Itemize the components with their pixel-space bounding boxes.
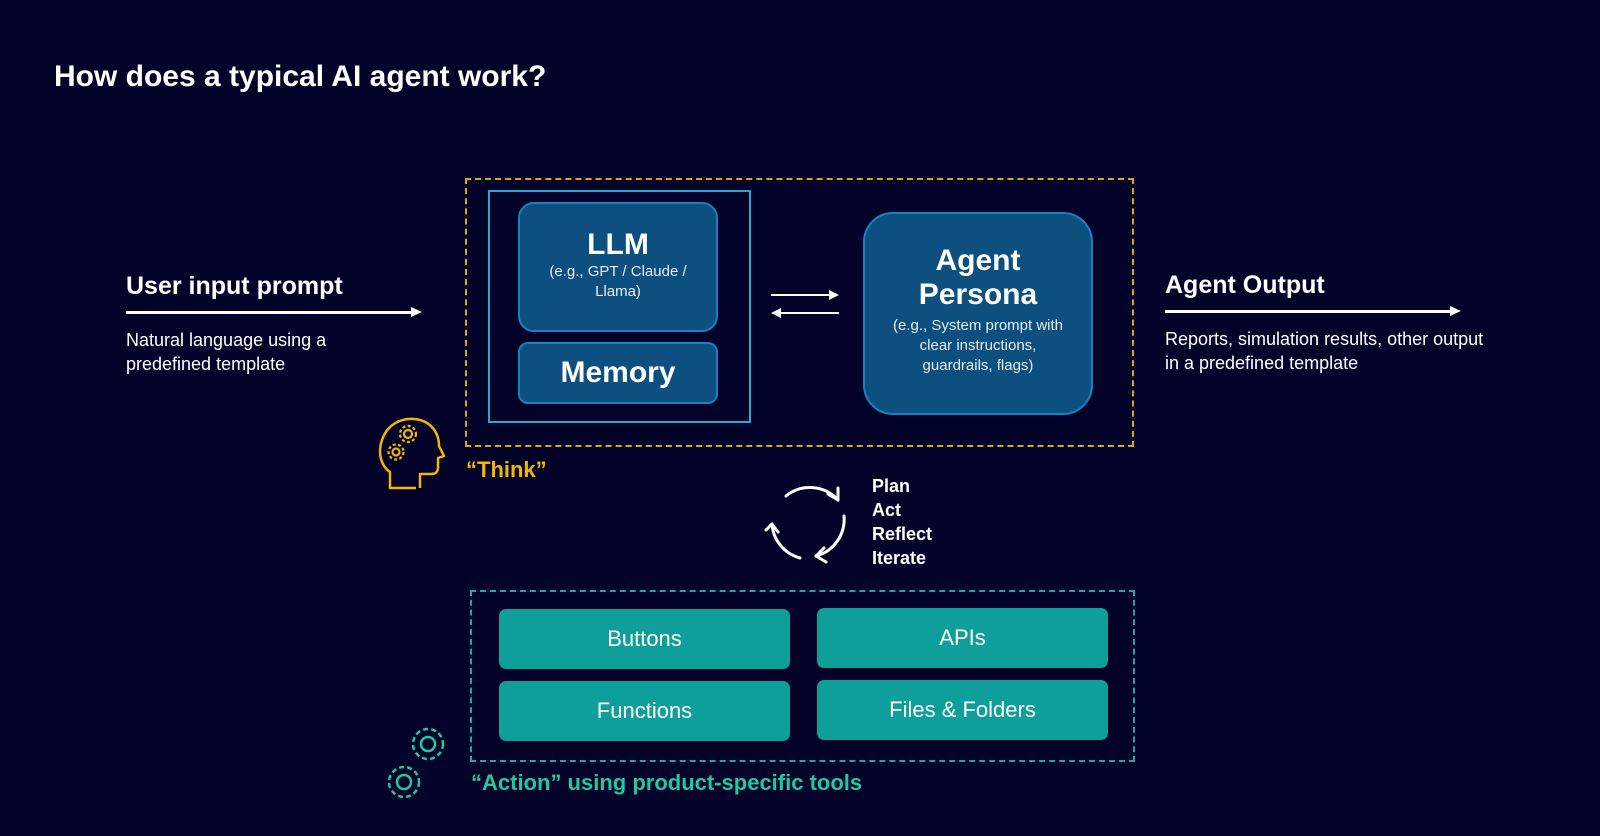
tool-functions: Functions bbox=[499, 681, 790, 741]
tool-buttons: Buttons bbox=[499, 609, 790, 669]
persona-node: Agent Persona (e.g., System prompt with … bbox=[863, 212, 1093, 415]
llm-subtitle: (e.g., GPT / Claude / Llama) bbox=[549, 263, 687, 300]
exchange-arrows bbox=[771, 289, 839, 319]
loop-step: Plan bbox=[872, 476, 911, 496]
action-region bbox=[470, 590, 1135, 762]
output-description: Reports, simulation results, other outpu… bbox=[1165, 329, 1484, 373]
llm-node: LLM (e.g., GPT / Claude / Llama) bbox=[518, 202, 718, 332]
llm-memory-frame bbox=[488, 190, 751, 423]
memory-node: Memory bbox=[518, 342, 718, 404]
page-title: How does a typical AI agent work? bbox=[54, 60, 547, 93]
input-description: Natural language using a predefined temp… bbox=[126, 330, 327, 374]
output-arrow bbox=[1165, 306, 1461, 316]
input-heading: User input prompt bbox=[126, 272, 343, 300]
llm-title: LLM bbox=[587, 228, 649, 261]
loop-step: Iterate bbox=[872, 548, 927, 568]
action-label: “Action” using product-specific tools bbox=[471, 770, 863, 795]
gears-icon bbox=[380, 722, 456, 806]
loop-step: Reflect bbox=[872, 524, 933, 544]
think-region bbox=[465, 178, 1134, 447]
cycle-arrows-icon bbox=[764, 478, 854, 566]
persona-subtitle: (e.g., System prompt with clear instruct… bbox=[892, 317, 1064, 374]
think-label: “Think” bbox=[466, 457, 547, 482]
tool-apis: APIs bbox=[817, 608, 1108, 668]
memory-title: Memory bbox=[560, 356, 676, 389]
loop-step: Act bbox=[872, 500, 902, 520]
loop-steps: Plan Act Reflect Iterate bbox=[872, 474, 932, 570]
head-gears-icon bbox=[376, 410, 448, 492]
input-arrow bbox=[126, 307, 422, 317]
tool-files-folders: Files & Folders bbox=[817, 680, 1108, 740]
persona-title: Agent Persona bbox=[918, 244, 1038, 311]
output-heading: Agent Output bbox=[1165, 271, 1325, 299]
